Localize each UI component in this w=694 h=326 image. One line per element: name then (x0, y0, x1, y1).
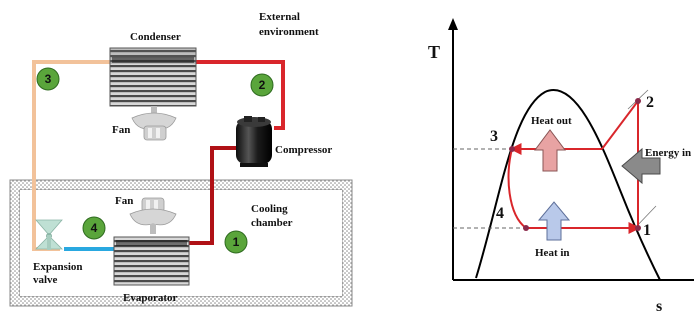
process-2-desuperheat (601, 100, 639, 150)
state-badge-4-label: 4 (91, 221, 98, 235)
heat-in-label: Heat in (535, 247, 570, 259)
evaporator-label: Evaporator (123, 292, 178, 304)
cooling-chamber-label-line2: chamber (251, 217, 293, 229)
heat-out-arrow-icon (534, 129, 566, 172)
energy-in-arrow-icon (621, 147, 661, 185)
external-environment-label-line2: environment (259, 26, 319, 38)
ts-point-1-marker (635, 225, 641, 231)
expansion-valve-label-line2: valve (33, 274, 58, 286)
ts-point-3-label: 3 (490, 128, 498, 145)
expansion-valve-label-line1: Expansion (33, 261, 83, 273)
heat-out-label: Heat out (531, 115, 572, 127)
compressor-icon (236, 116, 272, 167)
evaporator-coil (113, 236, 190, 286)
pipe-suction-line (189, 146, 244, 245)
ts-axes (448, 18, 694, 281)
fan-top-label: Fan (112, 124, 130, 136)
state-badge-2-label: 2 (259, 78, 266, 92)
state-badge-1-label: 1 (233, 235, 240, 249)
ts-axis-s-label: s (656, 298, 662, 315)
ts-point-4-marker (523, 225, 529, 231)
ts-point-3-marker (509, 146, 515, 152)
fan-bottom-label: Fan (115, 195, 133, 207)
external-environment-label-line1: External (259, 11, 300, 23)
ts-point-2-marker (635, 98, 641, 104)
ts-point-2-label: 2 (646, 94, 654, 111)
refrigeration-cycle-diagram: Condenser External environment Fan Compr… (9, 11, 353, 307)
compressor-label: Compressor (275, 144, 332, 156)
ts-axis-t-label: T (428, 42, 440, 62)
cooling-chamber-label-line1: Cooling (251, 203, 288, 215)
state-badge-3-label: 3 (45, 72, 52, 86)
process-3-4 (507, 148, 527, 229)
state-badge-1: 1 (224, 230, 248, 254)
ts-point-4-label: 4 (496, 205, 504, 222)
ts-point-1-label: 1 (643, 222, 651, 239)
evaporator-fan-icon (129, 197, 177, 234)
condenser-label: Condenser (130, 31, 181, 43)
state-badge-4: 4 (82, 216, 106, 240)
heat-in-arrow-icon (537, 201, 571, 241)
condenser-fan-icon (131, 106, 177, 141)
condenser-coil (109, 47, 197, 107)
ts-cycle-path (507, 100, 641, 234)
state-badge-3: 3 (36, 67, 60, 91)
pipe-discharge-line (196, 60, 285, 130)
energy-in-label: Energy in (645, 147, 691, 159)
expansion-valve-icon (35, 219, 63, 250)
temperature-entropy-diagram: T s 1 2 3 4 Heat out Heat in (428, 18, 694, 315)
state-badge-2: 2 (250, 73, 274, 97)
